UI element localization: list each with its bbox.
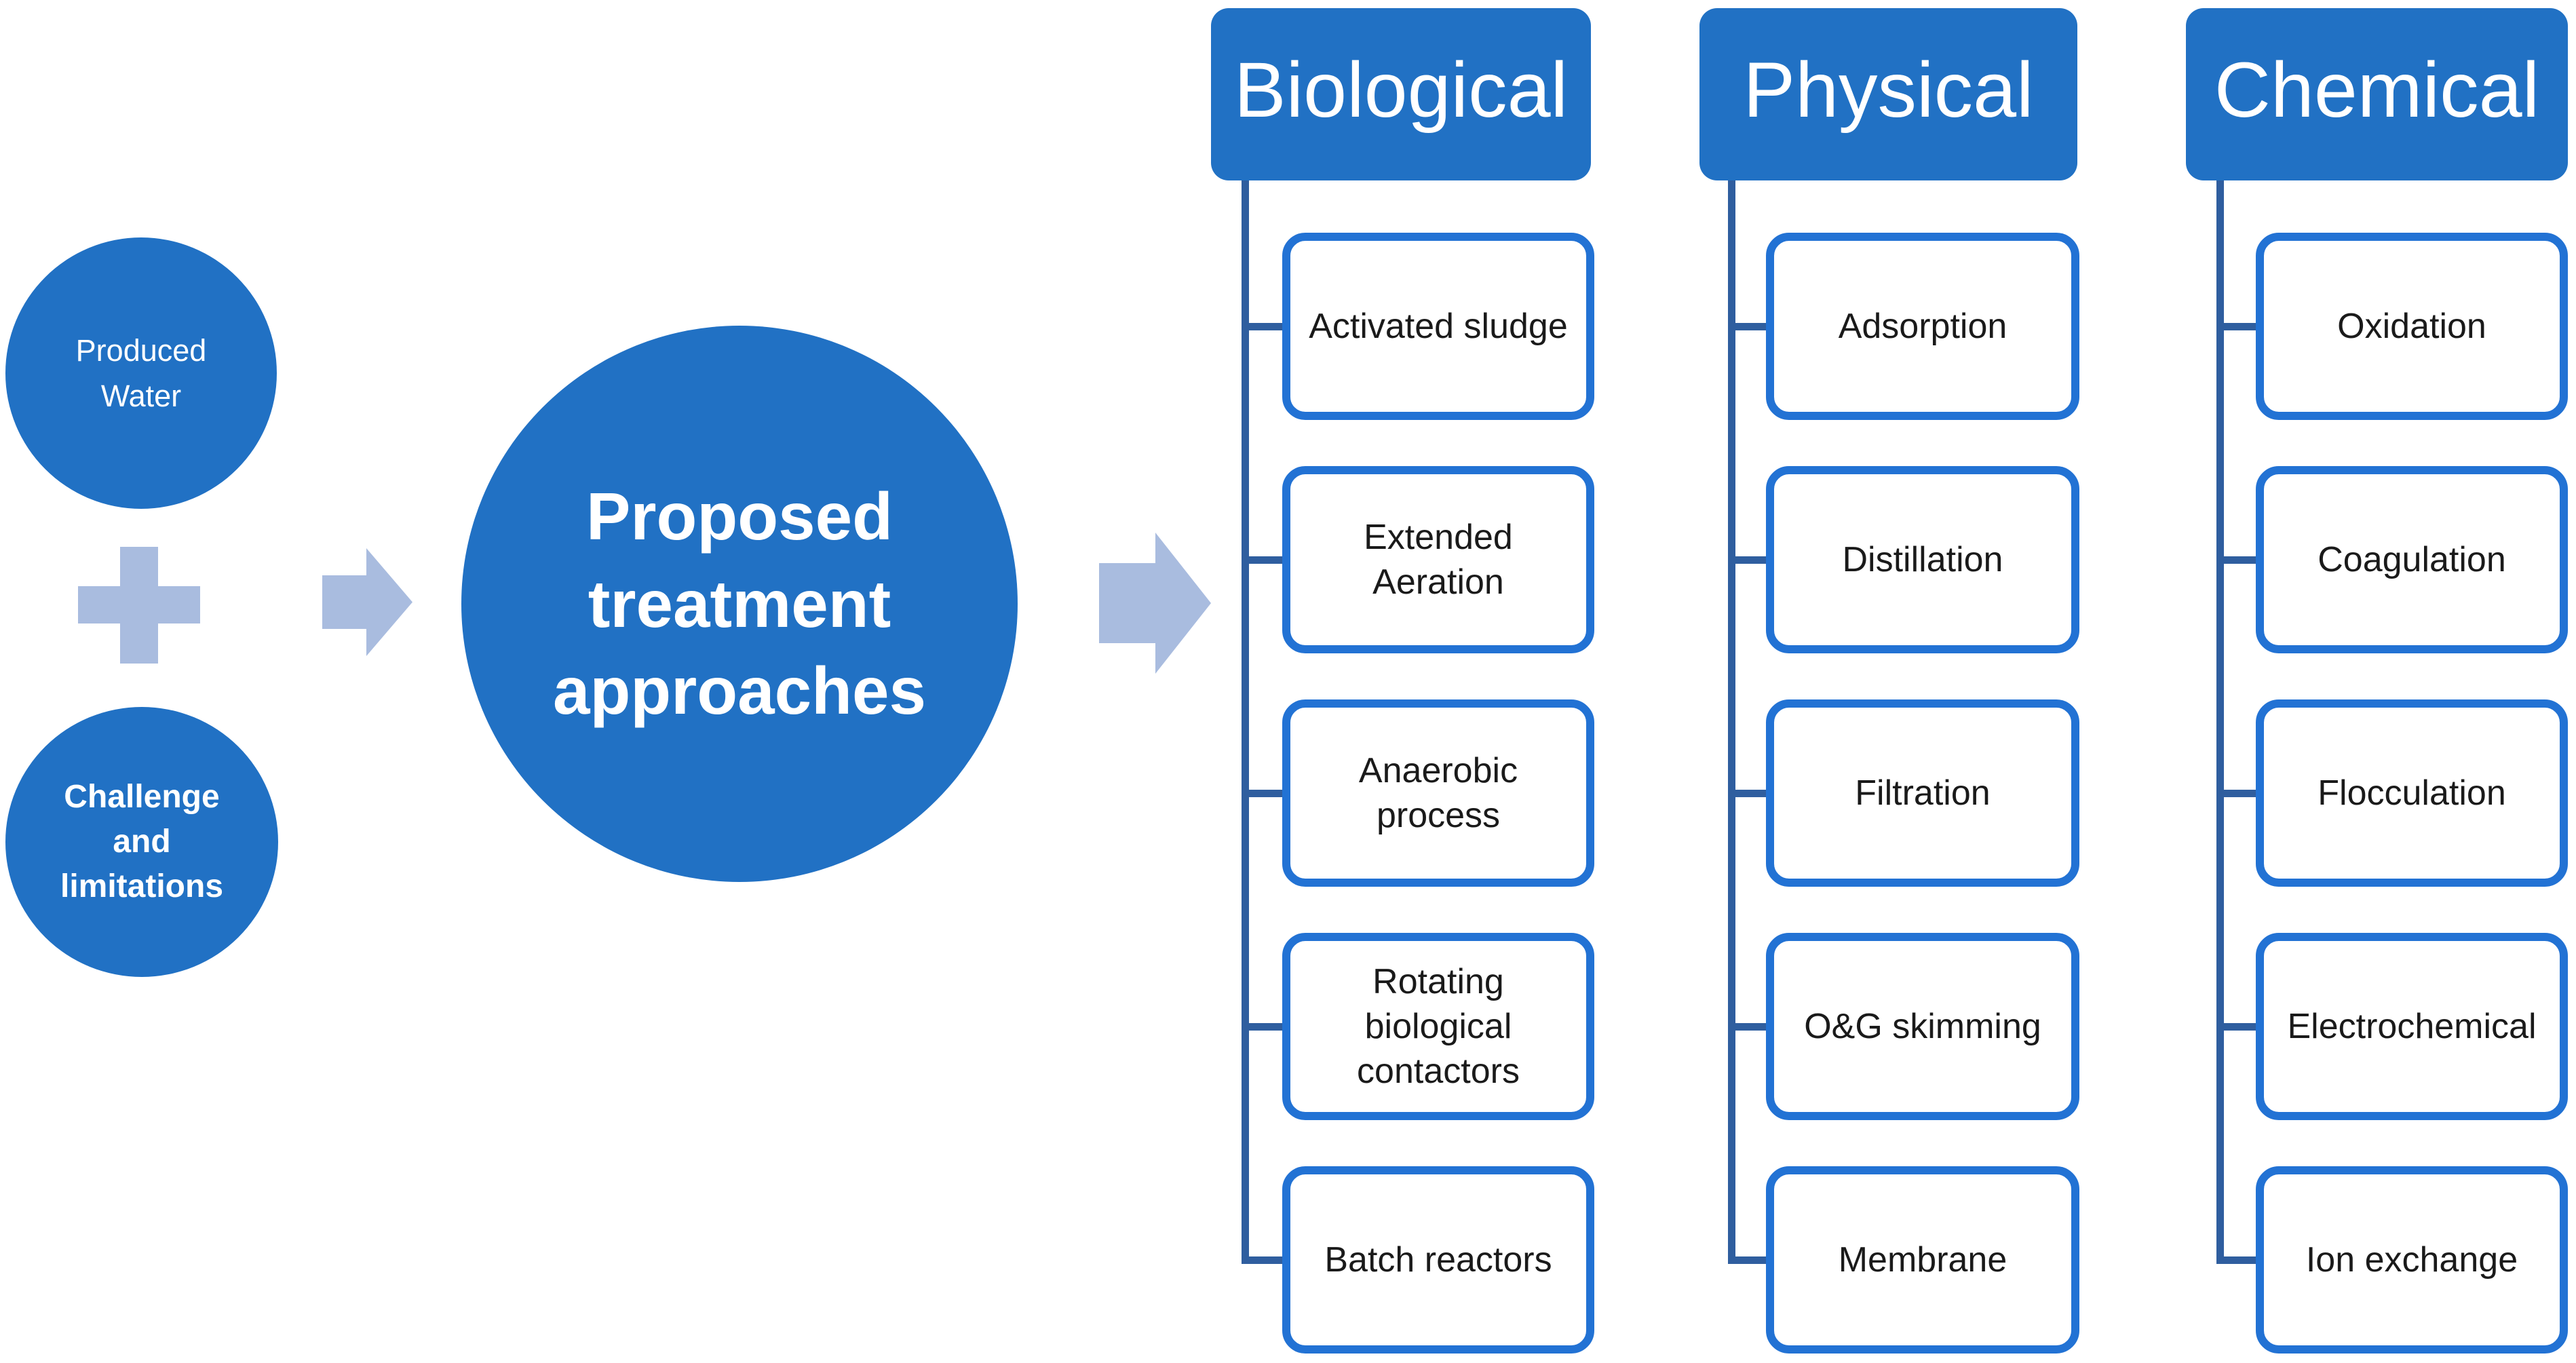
arrow-right-icon [1099, 533, 1211, 674]
connector-tick [2216, 556, 2260, 564]
treatment-item-box: Flocculation [2256, 699, 2568, 887]
connector-tick [2216, 1256, 2260, 1264]
connector-tick [1242, 1256, 1286, 1264]
plus-icon [78, 547, 200, 664]
treatment-item-box: O&G skimming [1766, 933, 2079, 1120]
arrow-right-icon [322, 548, 412, 656]
connector-line-physical [1728, 175, 1735, 1264]
treatment-item-box: Membrane [1766, 1166, 2079, 1354]
challenge-limitations-label: Challenge and limitations [60, 779, 224, 904]
connector-tick [1728, 556, 1770, 564]
produced-water-node: Produced Water [5, 237, 277, 509]
proposed-treatment-node: Proposed treatment approaches [461, 326, 1018, 882]
treatment-item-box: Electrochemical [2256, 933, 2568, 1120]
treatment-item-box: Rotating biological contactors [1282, 933, 1594, 1120]
proposed-treatment-label: Proposed treatment approaches [552, 479, 927, 729]
connector-tick [1242, 323, 1286, 330]
treatment-item-box: Activated sludge [1282, 233, 1594, 420]
treatment-item-box: Oxidation [2256, 233, 2568, 420]
connector-tick [1242, 790, 1286, 797]
treatment-item-box: Ion exchange [2256, 1166, 2568, 1354]
treatment-item-box: Anaerobic process [1282, 699, 1594, 887]
category-header-physical: Physical [1699, 8, 2077, 180]
treatment-item-box: Coagulation [2256, 466, 2568, 653]
treatment-item-box: Extended Aeration [1282, 466, 1594, 653]
treatment-item-box: Distillation [1766, 466, 2079, 653]
category-header-chemical: Chemical [2186, 8, 2568, 180]
treatment-item-box: Filtration [1766, 699, 2079, 887]
connector-line-biological [1242, 175, 1249, 1264]
connector-tick [1728, 1023, 1770, 1031]
connector-tick [2216, 1023, 2260, 1031]
treatment-item-box: Batch reactors [1282, 1166, 1594, 1354]
connector-tick [1728, 1256, 1770, 1264]
connector-tick [1242, 556, 1286, 564]
connector-tick [1728, 323, 1770, 330]
connector-tick [2216, 790, 2260, 797]
challenge-limitations-node: Challenge and limitations [5, 707, 278, 977]
connector-tick [1728, 790, 1770, 797]
produced-water-label: Produced Water [75, 332, 207, 414]
plus-vertical-bar [120, 547, 158, 664]
connector-line-chemical [2216, 175, 2224, 1264]
connector-tick [1242, 1023, 1286, 1031]
treatment-item-box: Adsorption [1766, 233, 2079, 420]
category-header-biological: Biological [1211, 8, 1591, 180]
connector-tick [2216, 323, 2260, 330]
